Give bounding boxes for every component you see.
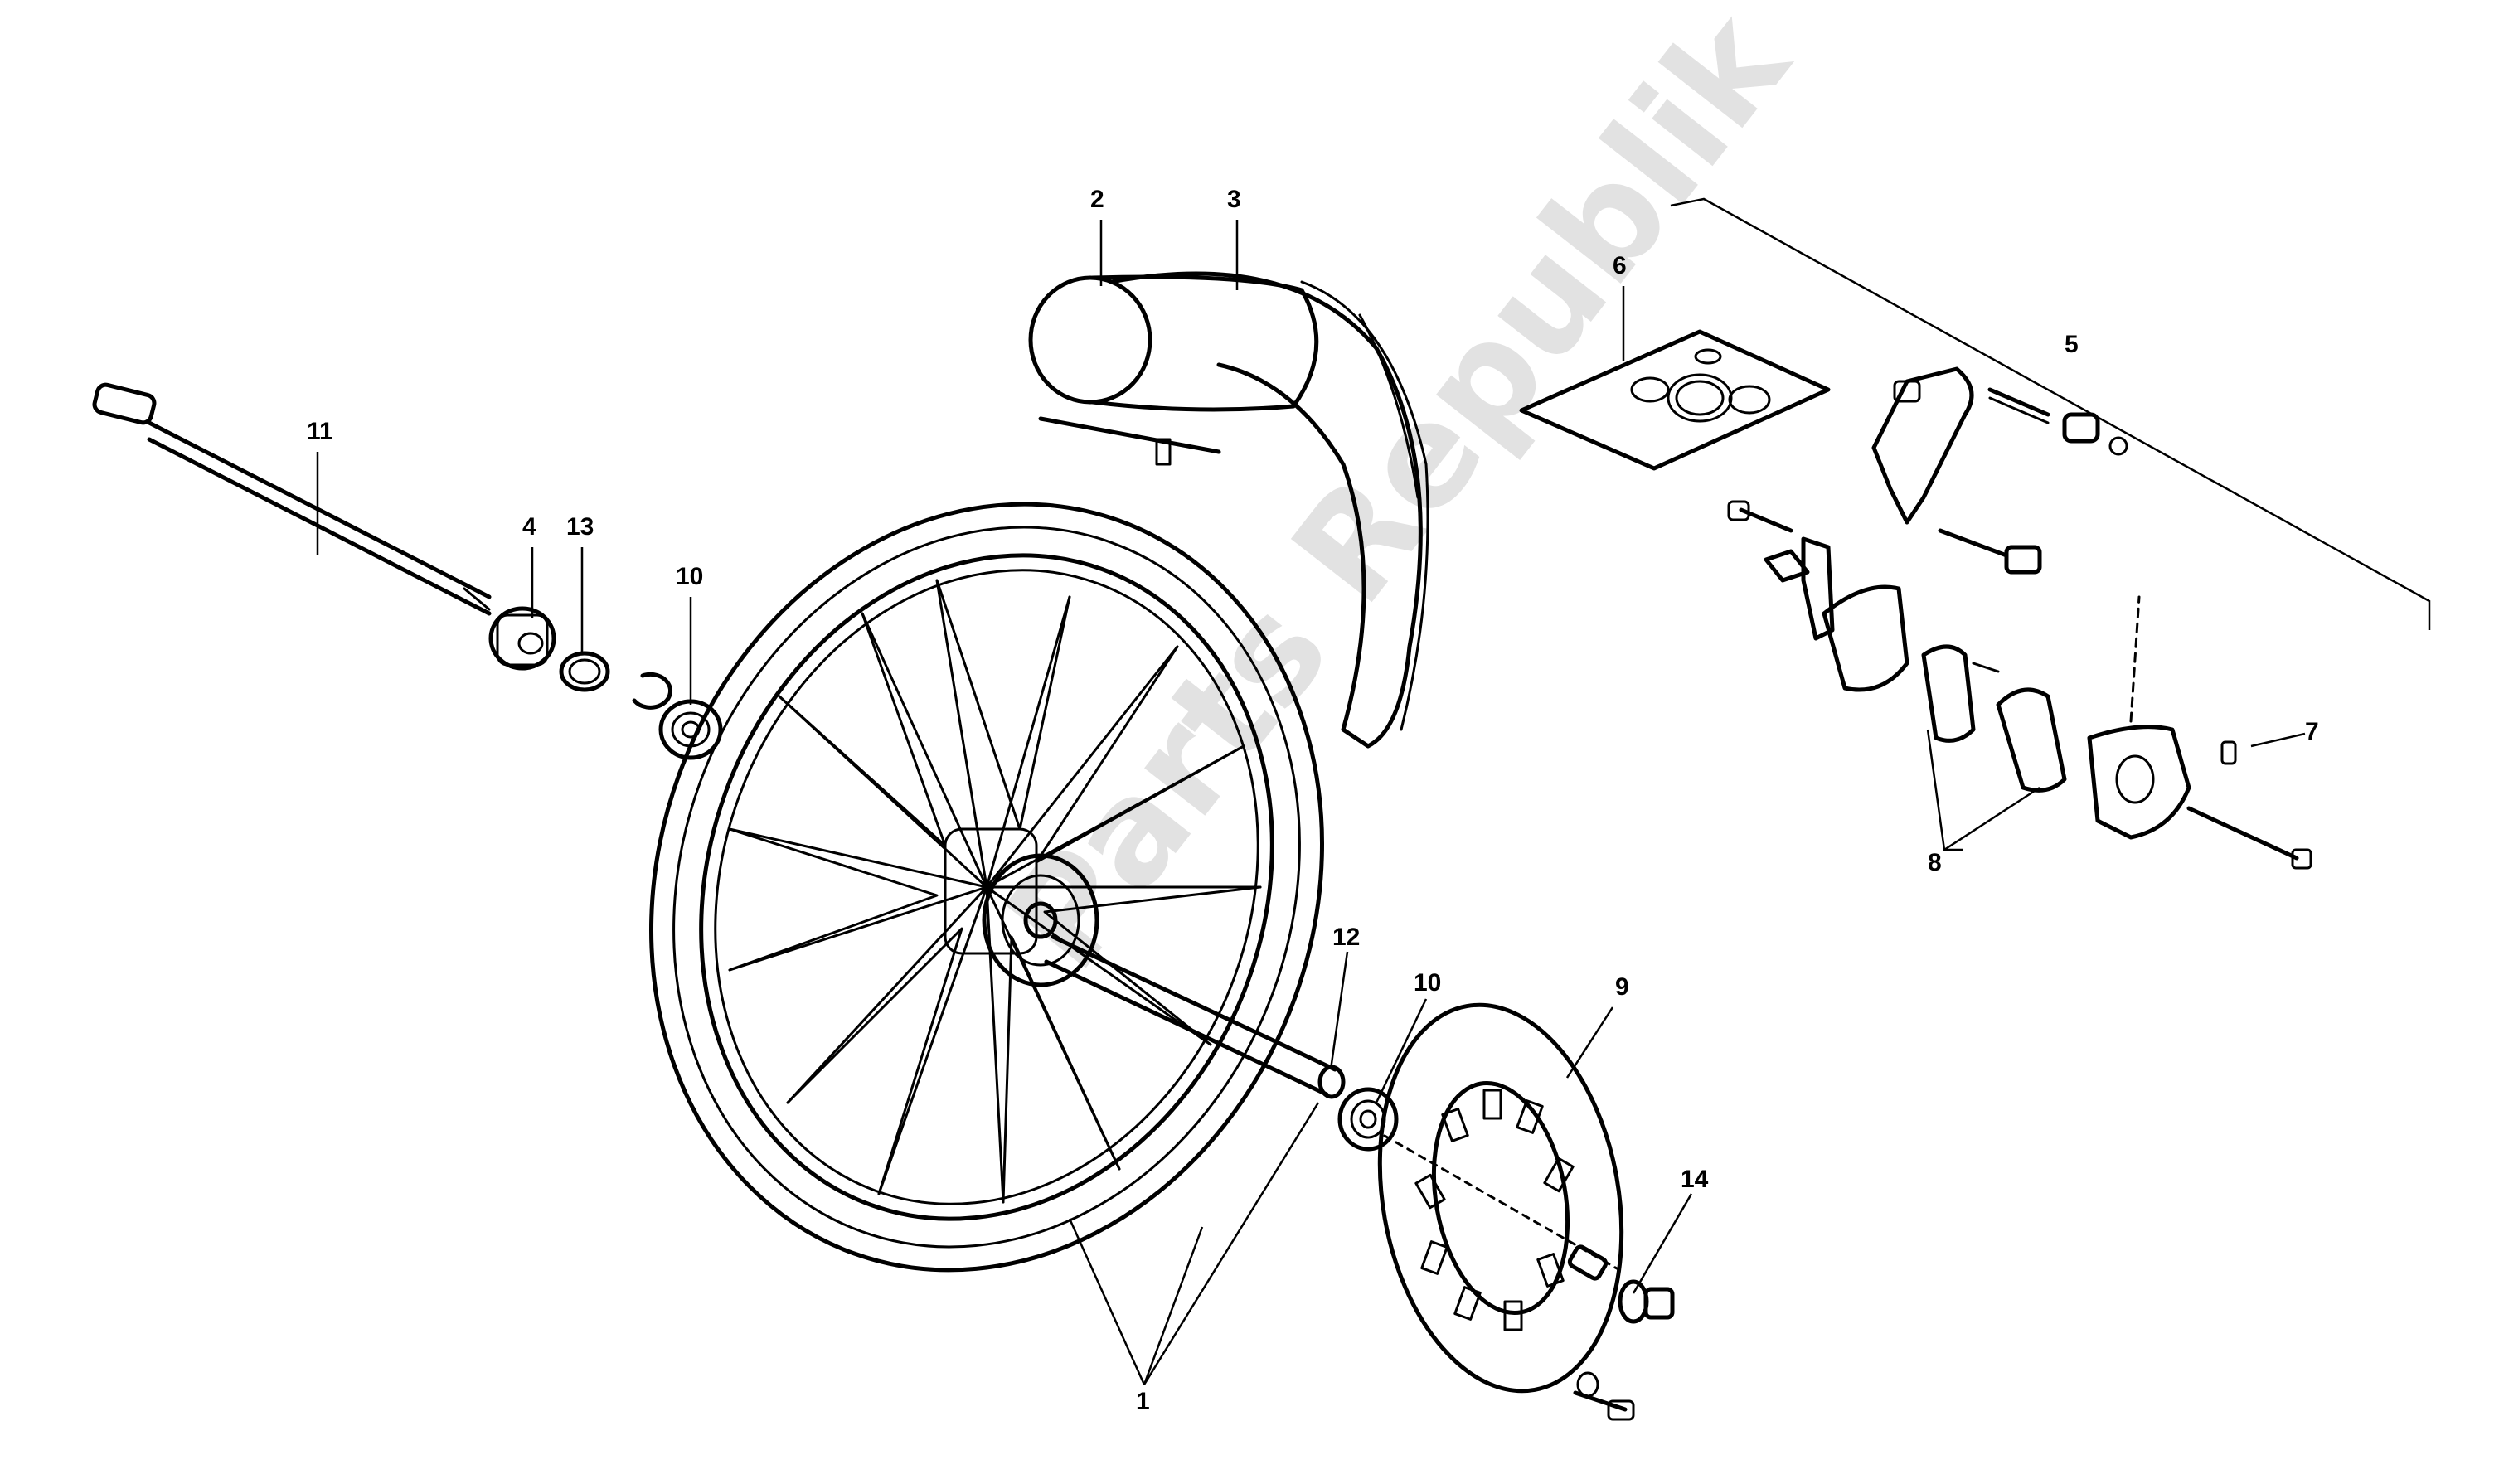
label-5: 5	[2065, 331, 2079, 358]
watermark: Parts Republik	[975, 0, 1822, 999]
label-7: 7	[2305, 718, 2319, 745]
label-10-lower: 10	[1414, 969, 1441, 997]
gasket-sheet	[1519, 329, 1831, 471]
disc-bolts	[1567, 1244, 1675, 1421]
pad-pins	[1727, 500, 1835, 641]
label-6: 6	[1613, 252, 1627, 279]
label-9: 9	[1615, 973, 1629, 1001]
watermark-text: Parts Republik	[975, 0, 1822, 999]
label-3: 3	[1227, 186, 1241, 213]
wheel	[649, 502, 1324, 1273]
label-11: 11	[307, 418, 333, 445]
axle	[92, 382, 492, 616]
circlip	[559, 651, 610, 692]
label-13: 13	[566, 513, 594, 541]
mudguard	[1109, 271, 1429, 749]
inner-tube	[1028, 274, 1319, 466]
caliper-bracket	[1871, 366, 2128, 575]
wheel-hub	[944, 827, 1099, 987]
label-10-upper: 10	[676, 563, 703, 590]
spacer	[488, 606, 556, 671]
snap-ring	[632, 672, 673, 710]
leader-lines	[316, 220, 2306, 1385]
label-12: 12	[1332, 924, 1360, 951]
brake-pads	[1822, 584, 2067, 793]
label-8: 8	[1928, 849, 1942, 876]
label-1: 1	[1136, 1388, 1150, 1415]
label-14: 14	[1681, 1166, 1709, 1193]
brake-disc	[1377, 1002, 1624, 1394]
label-2: 2	[1090, 186, 1104, 213]
part-labels: 2 3 6 5 11 4 13 10 7 8 12 10 9 14 1	[307, 186, 2319, 1415]
brake-caliper	[2087, 595, 2312, 870]
group-bracket	[1670, 197, 2431, 630]
label-4: 4	[522, 513, 536, 541]
wheel-spokes	[728, 579, 1262, 1204]
